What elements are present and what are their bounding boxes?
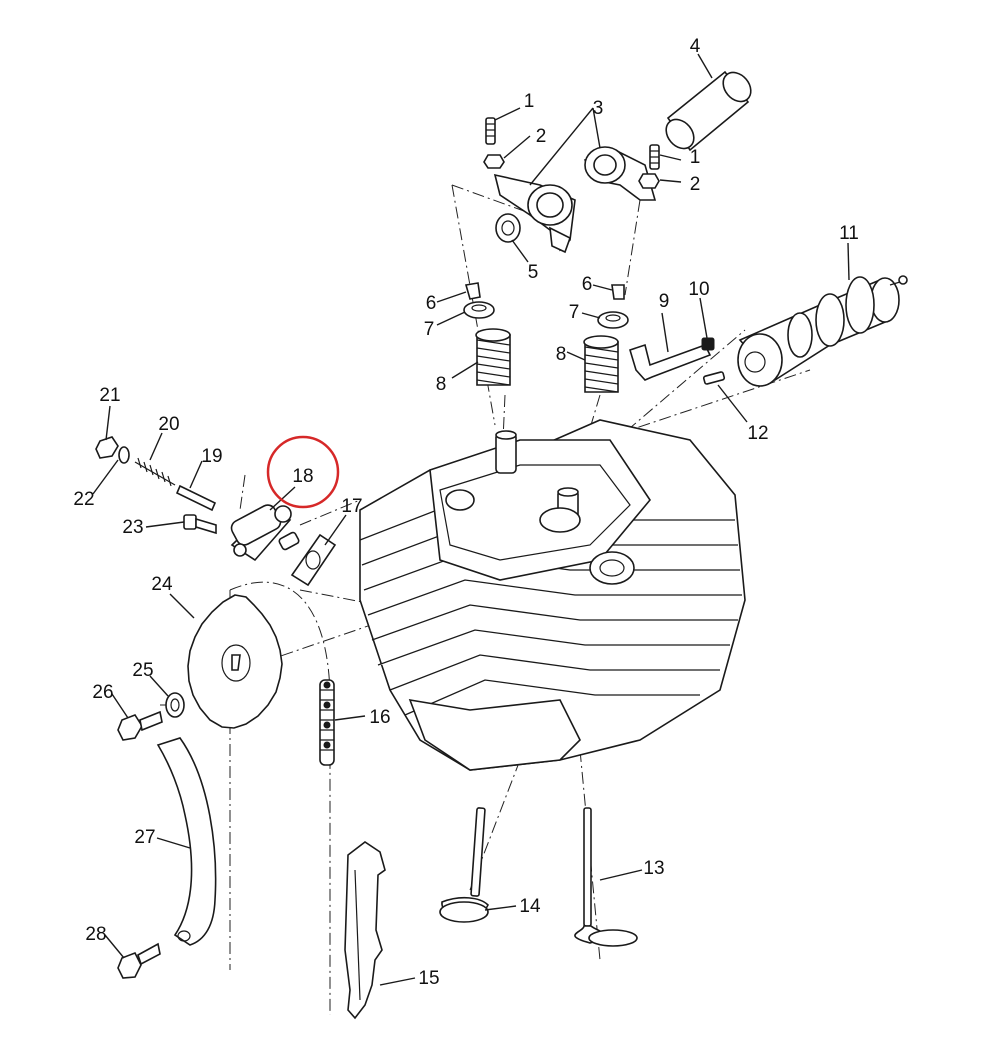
part-2-lock-nut-left — [483, 154, 505, 169]
part-2-lock-nut-right — [638, 173, 660, 189]
part-14-intake-valve — [439, 807, 489, 923]
callout-3: 3 — [593, 98, 604, 119]
part-6-valve-keeper-left — [464, 282, 481, 300]
callout-4: 4 — [690, 36, 701, 57]
part-1-adjuster-screw-left — [485, 117, 496, 145]
callout-2-right: 2 — [690, 174, 701, 195]
part-6-valve-keeper-right — [611, 284, 625, 300]
part-27-tensioner-guide — [156, 737, 217, 946]
cylinder-head — [359, 419, 746, 771]
part-28-pivot-bolt — [117, 942, 161, 979]
part-19-tensioner-rod — [175, 484, 217, 512]
callout-13: 13 — [643, 858, 664, 879]
callout-8-left: 8 — [436, 374, 447, 395]
part-25-sprocket-washer — [165, 692, 185, 718]
callout-19: 19 — [201, 446, 222, 467]
callout-15: 15 — [418, 968, 439, 989]
callout-8-right: 8 — [556, 344, 567, 365]
part-26-sprocket-bolt — [117, 710, 163, 741]
callout-25: 25 — [132, 660, 153, 681]
callout-2: 2 — [536, 126, 547, 147]
callout-11: 11 — [839, 223, 859, 244]
callout-27: 27 — [134, 827, 155, 848]
callout-6-left: 6 — [426, 293, 437, 314]
part-12-dowel-pin — [702, 371, 726, 385]
part-7-spring-retainer-right — [597, 311, 629, 329]
callout-6-right: 6 — [582, 274, 593, 295]
leader-lines — [92, 53, 850, 986]
callout-7-left: 7 — [424, 319, 435, 340]
part-22-o-ring — [118, 446, 130, 464]
callout-1: 1 — [524, 91, 535, 112]
part-9-decompression-lever — [629, 343, 712, 381]
callout-20: 20 — [158, 414, 179, 435]
callout-5: 5 — [528, 262, 539, 283]
callout-23: 23 — [122, 517, 143, 538]
callout-18: 18 — [292, 466, 313, 487]
callout-26: 26 — [92, 682, 113, 703]
part-3-rocker-arms — [493, 146, 657, 254]
callout-24: 24 — [151, 574, 173, 595]
part-5-washer — [495, 213, 521, 243]
callout-10: 10 — [688, 279, 709, 300]
part-11-camshaft — [737, 275, 908, 387]
part-7-spring-retainer-left — [463, 301, 495, 319]
part-15-chain-guide — [344, 841, 386, 1020]
callout-14: 14 — [519, 896, 541, 917]
part-23-mounting-bolt — [183, 514, 217, 535]
part-10-spring — [701, 337, 715, 351]
part-8-valve-spring-left — [475, 328, 511, 386]
part-8-valve-spring-right — [583, 335, 619, 393]
callout-7-right: 7 — [569, 302, 580, 323]
callout-16: 16 — [369, 707, 390, 728]
part-4-rocker-shaft — [665, 70, 752, 152]
part-24-cam-sprocket — [187, 594, 283, 729]
callout-12: 12 — [747, 423, 768, 444]
highlight-circle — [266, 435, 340, 509]
part-1-adjuster-screw-right — [649, 144, 660, 170]
callout-21: 21 — [99, 385, 120, 406]
callout-labels: 1 2 3 4 5 1 2 6 7 8 6 7 8 9 10 11 12 13 … — [73, 36, 858, 989]
callout-1-right: 1 — [690, 147, 701, 168]
part-13-exhaust-valve — [574, 807, 638, 947]
part-18-cam-chain-tensioner — [230, 504, 300, 562]
callout-28: 28 — [85, 924, 106, 945]
part-17-tensioner-gasket — [290, 533, 337, 587]
callout-9: 9 — [659, 291, 670, 312]
part-20-tensioner-spring — [134, 457, 176, 487]
part-21-cap-bolt — [95, 436, 119, 459]
part-16-cam-chain — [319, 679, 335, 766]
callout-17: 17 — [341, 496, 362, 517]
callout-22: 22 — [73, 489, 94, 510]
